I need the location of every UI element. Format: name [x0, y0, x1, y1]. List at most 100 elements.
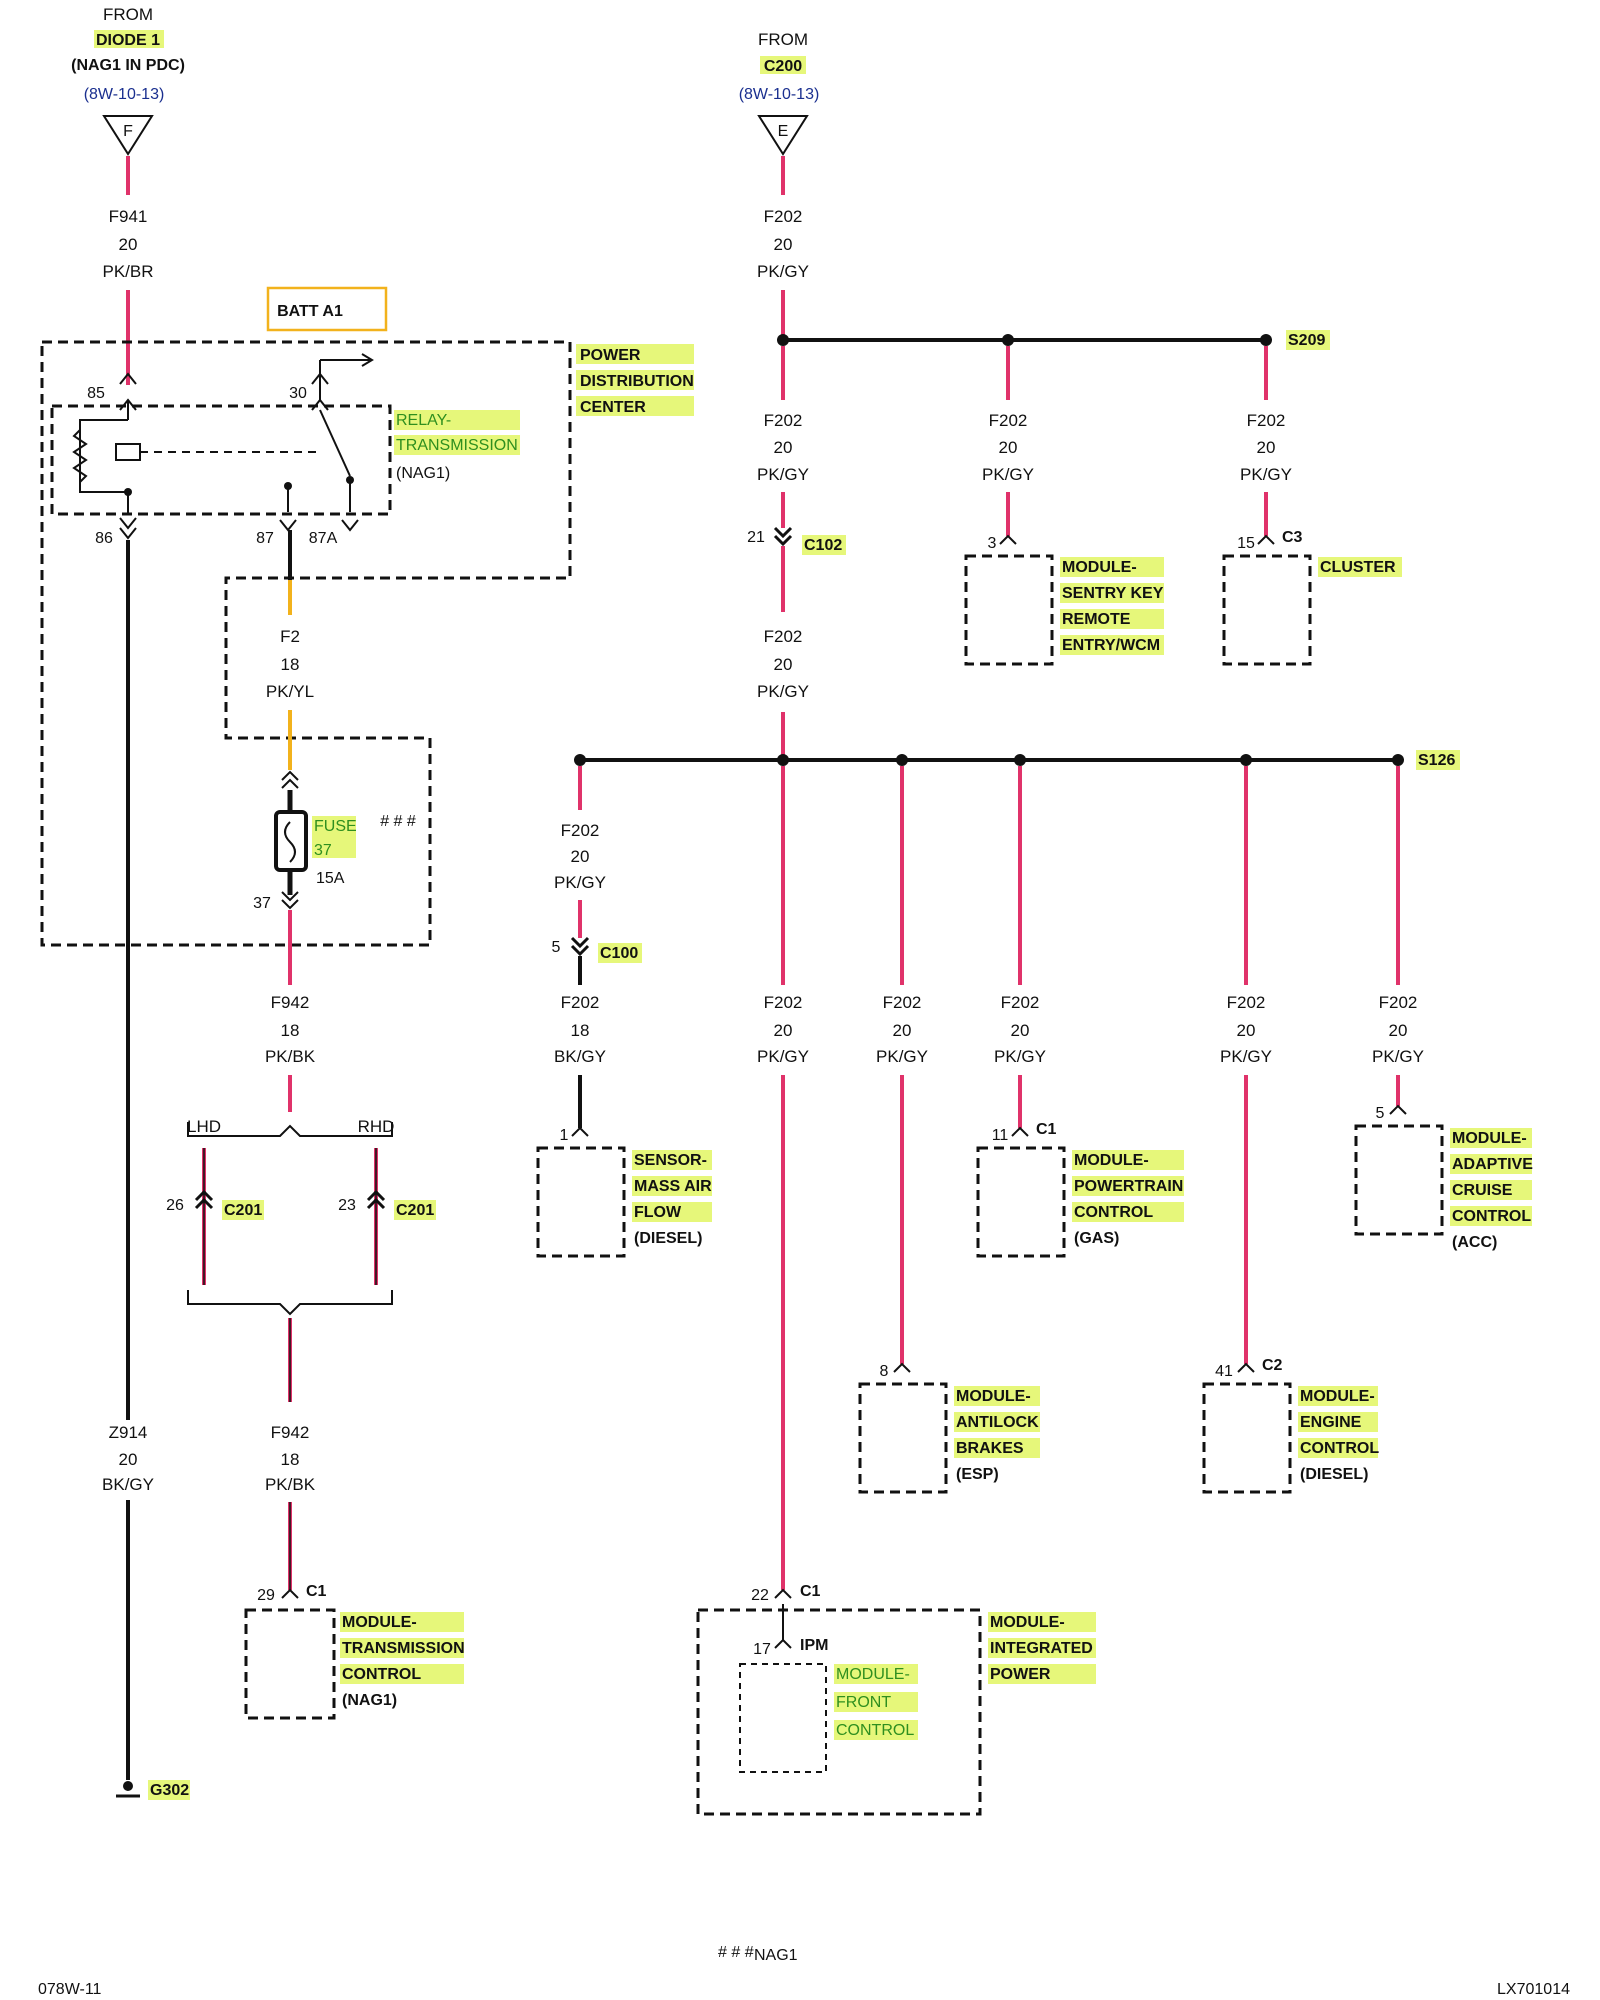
highlight	[1072, 1202, 1184, 1222]
tcm-box	[244, 1608, 336, 1720]
pcm-l1: MODULE-	[1074, 1152, 1149, 1169]
acc-l1: MODULE-	[1452, 1130, 1527, 1147]
highlight	[760, 56, 806, 74]
terminal-icon	[1389, 1104, 1407, 1115]
relay-label-2: TRANSMISSION	[396, 437, 518, 454]
pin-87: 87	[256, 530, 274, 547]
relay-coil-icon	[72, 372, 320, 540]
source-letter: F	[123, 123, 133, 140]
maf-l1: SENSOR-	[634, 1152, 707, 1169]
highlight	[632, 1150, 712, 1170]
sentry-box	[964, 554, 1054, 666]
wire-id: F2	[280, 627, 300, 646]
ecm-box	[1202, 1382, 1292, 1494]
terminal-icon	[281, 770, 299, 789]
abs-l1: MODULE-	[956, 1388, 1031, 1405]
wire-color: PK/BK	[265, 1047, 316, 1066]
bottom-brace	[187, 1290, 393, 1316]
ipm-l3: POWER	[990, 1666, 1051, 1683]
terminal-icon	[774, 1638, 792, 1649]
abs-l3: BRAKES	[956, 1440, 1024, 1457]
source-name: C200	[764, 58, 802, 75]
tcm-l3: CONTROL	[342, 1666, 421, 1683]
footer-left: 078W-11	[38, 1981, 102, 1998]
wire-id: F202	[764, 993, 803, 1012]
wire-id: F202	[764, 207, 803, 226]
ecm-conn: C2	[1262, 1357, 1283, 1374]
fuse-pin: 37	[253, 895, 271, 912]
highlight	[1298, 1386, 1378, 1406]
pdc-label-1: POWER	[580, 347, 641, 364]
ground-icon	[116, 1781, 140, 1798]
relay-label-1: RELAY-	[396, 412, 451, 429]
splice-dot	[1014, 754, 1026, 766]
legend-mark: # # #	[718, 1944, 754, 1961]
relay-switch-icon	[279, 353, 374, 532]
highlight	[834, 1692, 918, 1712]
highlight	[1060, 635, 1164, 655]
highlight	[1072, 1176, 1184, 1196]
highlight	[1072, 1150, 1184, 1170]
wire-color: PK/GY	[757, 682, 809, 701]
wire-color: BK/GY	[554, 1047, 606, 1066]
pcm-conn: C1	[1036, 1121, 1057, 1138]
splice-dot	[777, 754, 789, 766]
wire-color: PK/GY	[757, 465, 809, 484]
wire-color: PK/GY	[994, 1047, 1046, 1066]
ipm-l2: INTEGRATED	[990, 1640, 1093, 1657]
wire-gauge: 20	[571, 847, 590, 866]
wire-id: F202	[561, 821, 600, 840]
wire-gauge: 20	[119, 235, 138, 254]
highlight	[576, 396, 694, 416]
wire-color: PK/GY	[982, 465, 1034, 484]
highlight	[576, 370, 694, 390]
wire-id: F941	[109, 207, 148, 226]
connector-triangle-icon	[757, 115, 809, 156]
wire-color: PK/GY	[554, 873, 606, 892]
splice-dot	[1240, 754, 1252, 766]
source-note: (NAG1 IN PDC)	[71, 57, 185, 74]
terminal-icon	[1257, 534, 1275, 545]
connector-icon	[570, 936, 590, 957]
highlight	[834, 1720, 918, 1740]
source-ref: (8W-10-13)	[739, 86, 820, 103]
sentry-l4: ENTRY/WCM	[1062, 637, 1160, 654]
cluster-box	[1222, 554, 1312, 666]
wire-color: PK/GY	[757, 262, 809, 281]
highlight	[394, 435, 520, 455]
wire-id: F202	[1001, 993, 1040, 1012]
highlight	[148, 1780, 190, 1800]
highlight	[1318, 557, 1402, 577]
highlight	[1060, 583, 1164, 603]
highlight	[340, 1664, 464, 1684]
splice-dot	[1002, 334, 1014, 346]
ipm-box	[696, 1608, 982, 1816]
wire-id: F202	[1227, 993, 1266, 1012]
ecm-pin: 41	[1215, 1363, 1233, 1380]
wire-gauge: 20	[774, 438, 793, 457]
highlight	[1450, 1180, 1532, 1200]
pcm-box	[976, 1146, 1066, 1258]
sentry-pin: 3	[988, 535, 997, 552]
highlight	[1286, 330, 1330, 350]
wire-gauge: 18	[571, 1021, 590, 1040]
wire-id: F942	[271, 1423, 310, 1442]
highlight	[312, 816, 356, 858]
wire-color: PK/BK	[265, 1475, 316, 1494]
terminal-icon	[1237, 1362, 1255, 1373]
pcm-note: (GAS)	[1074, 1230, 1119, 1247]
fuse-rating: 15A	[316, 870, 345, 887]
wire-color: PK/BR	[102, 262, 153, 281]
highlight	[94, 30, 164, 48]
c100-pin: 5	[552, 939, 561, 956]
wire-gauge: 20	[893, 1021, 912, 1040]
highlight	[576, 344, 694, 364]
wire-color: PK/GY	[876, 1047, 928, 1066]
wire-gauge: 20	[119, 1450, 138, 1469]
wire-gauge: 20	[1257, 438, 1276, 457]
highlight	[988, 1612, 1096, 1632]
highlight	[340, 1638, 464, 1658]
highlight	[834, 1664, 918, 1684]
pdc-outline	[40, 340, 572, 947]
pin-86: 86	[95, 530, 113, 547]
